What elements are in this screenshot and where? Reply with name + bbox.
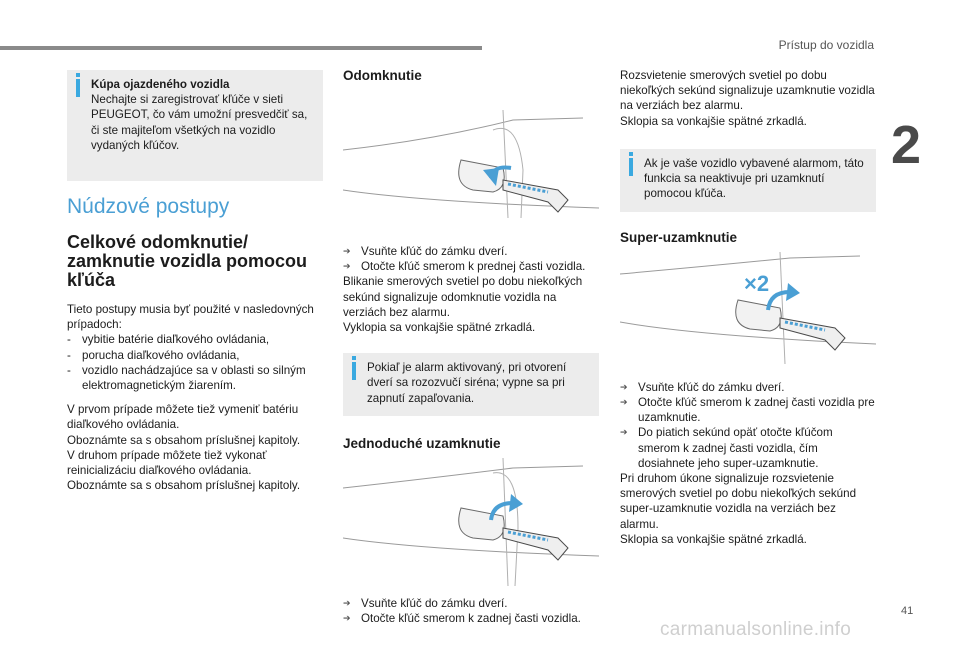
note-body: Ak je vaše vozidlo vybavené alarmom, tát…: [644, 156, 864, 201]
list-item: porucha diaľkového ovládania,: [67, 348, 323, 363]
list-item: vybitie batérie diaľkového ovládania,: [67, 332, 323, 347]
cases-list: vybitie batérie diaľkového ovládania, po…: [67, 332, 323, 393]
step: Vsuňte kľúč do zámku dverí.: [343, 596, 599, 611]
step: Otočte kľúč smerom k zadnej časti vozidl…: [620, 395, 876, 425]
sub-title: Celkové odomknutie/ zamknutie vozidla po…: [67, 232, 308, 290]
note-alarm: Pokiaľ je alarm aktivovaný, pri otvorení…: [343, 353, 599, 417]
paragraph: V prvom prípade môžete tiež vymeniť baté…: [67, 403, 299, 432]
unlock-steps: Vsuňte kľúč do zámku dverí. Otočte kľúč …: [343, 244, 599, 275]
info-icon: [76, 73, 80, 97]
paragraph: Rozsvietenie smerových svetiel po dobu n…: [620, 69, 875, 113]
lock-steps: Vsuňte kľúč do zámku dverí. Otočte kľúč …: [343, 596, 599, 627]
column-middle: Odomknutie Vsuňte kľúč do zámku dverí. O…: [343, 64, 599, 627]
step: Vsuňte kľúč do zámku dverí.: [343, 244, 599, 259]
paragraph: V druhom prípade môžete tiež vykonať rei…: [67, 448, 267, 478]
step: Otočte kľúč smerom k zadnej časti vozidl…: [343, 611, 599, 626]
paragraph: Oboznámte sa s obsahom príslušnej kapito…: [67, 433, 301, 447]
header-bar: [0, 46, 482, 50]
note-body: Pokiaľ je alarm aktivovaný, pri otvorení…: [367, 361, 567, 405]
paragraph: Oboznámte sa s obsahom príslušnej kapito…: [67, 479, 301, 493]
lock-illustration: [343, 458, 599, 587]
column-right: Rozsvietenie smerových svetiel po dobu n…: [620, 68, 876, 547]
paragraph: Sklopia sa vonkajšie spätné zrkadlá.: [620, 532, 807, 546]
paragraph: Pri druhom úkone signalizuje rozsvieteni…: [620, 472, 857, 531]
step: Otočte kľúč smerom k prednej časti vozid…: [343, 259, 599, 274]
info-icon: [629, 151, 633, 176]
paragraph: Blikanie smerových svetiel po dobu nieko…: [343, 275, 583, 319]
super-lock-steps: Vsuňte kľúč do zámku dverí. Otočte kľúč …: [620, 380, 876, 471]
step: Do piatich sekúnd opäť otočte kľúčom sme…: [620, 425, 876, 471]
paragraph: Sklopia sa vonkajšie spätné zrkadlá.: [620, 114, 807, 128]
list-item: vozidlo nachádzajúce sa v oblasti so sil…: [67, 363, 323, 393]
chapter-number: 2: [891, 115, 922, 175]
intro-text: Tieto postupy musia byť použité v nasled…: [67, 303, 314, 332]
step: Vsuňte kľúč do zámku dverí.: [620, 380, 876, 395]
page-number: 41: [901, 605, 914, 617]
main-title: Núdzové postupy: [67, 195, 230, 218]
paragraph: Vyklopia sa vonkajšie spätné zrkadlá.: [343, 321, 536, 335]
note-body: Nechajte si zaregistrovať kľúče v sieti …: [91, 93, 308, 152]
super-lock-title: Super-uzamknutie: [620, 229, 738, 245]
super-lock-illustration: ×2: [620, 251, 876, 364]
unlock-title: Odomknutie: [343, 68, 422, 83]
note-used-vehicle: Kúpa ojazdeného vozidla Nechajte si zare…: [67, 70, 323, 181]
lock-title: Jednoduché uzamknutie: [343, 436, 501, 452]
note-title: Kúpa ojazdeného vozidla: [91, 78, 230, 91]
column-left: Kúpa ojazdeného vozidla Nechajte si zare…: [67, 70, 323, 493]
info-icon: [352, 356, 356, 381]
unlock-illustration: [343, 90, 599, 218]
repeat-label: ×2: [744, 270, 770, 296]
watermark: carmanualsonline.info: [660, 619, 852, 640]
note-alarm-lock: Ak je vaše vozidlo vybavené alarmom, tát…: [620, 148, 876, 212]
section-title: Prístup do vozidla: [778, 38, 874, 52]
